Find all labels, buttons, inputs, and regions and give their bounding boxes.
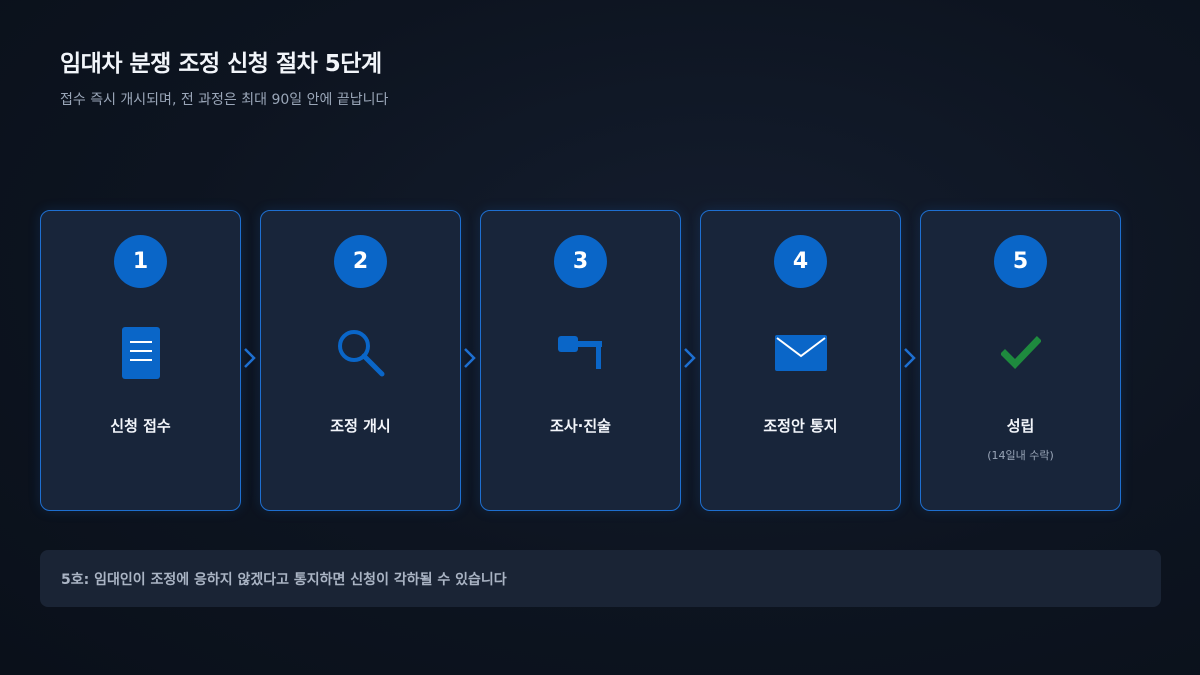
step-number-badge: 4	[774, 235, 827, 288]
step-number-badge: 3	[554, 235, 607, 288]
step-label: 조사·진술	[550, 417, 611, 435]
chevron-right-icon	[464, 348, 476, 368]
step-number-badge: 2	[334, 235, 387, 288]
step-card-4: 4 조정안 통지	[700, 210, 901, 511]
step-number-badge: 1	[114, 235, 167, 288]
document-icon	[111, 323, 171, 383]
step-label: 조정 개시	[330, 417, 391, 435]
check-icon	[991, 323, 1051, 383]
footnote-text: 5호: 임대인이 조정에 응하지 않겠다고 통지하면 신청이 각하될 수 있습니…	[61, 571, 507, 588]
page-subtitle: 접수 즉시 개시되며, 전 과정은 최대 90일 안에 끝납니다	[60, 92, 389, 108]
footnote-box: 5호: 임대인이 조정에 응하지 않겠다고 통지하면 신청이 각하될 수 있습니…	[40, 550, 1161, 607]
step-card-5: 5 성립 (14일내 수락)	[920, 210, 1121, 511]
page-title: 임대차 분쟁 조정 신청 절차 5단계	[60, 51, 382, 77]
step-card-2: 2 조정 개시	[260, 210, 461, 511]
step-sublabel: (14일내 수락)	[987, 449, 1054, 462]
gavel-icon	[551, 323, 611, 383]
search-icon	[331, 323, 391, 383]
step-label: 조정안 통지	[763, 417, 838, 435]
envelope-icon	[771, 323, 831, 383]
steps-row: 1 신청 접수 2 조정 개시 3	[40, 210, 1121, 511]
chevron-right-icon	[904, 348, 916, 368]
chevron-right-icon	[244, 348, 256, 368]
chevron-right-icon	[684, 348, 696, 368]
step-label: 성립	[1006, 417, 1035, 435]
step-number-badge: 5	[994, 235, 1047, 288]
step-card-1: 1 신청 접수	[40, 210, 241, 511]
step-label: 신청 접수	[110, 417, 171, 435]
step-card-3: 3 조사·진술	[480, 210, 681, 511]
